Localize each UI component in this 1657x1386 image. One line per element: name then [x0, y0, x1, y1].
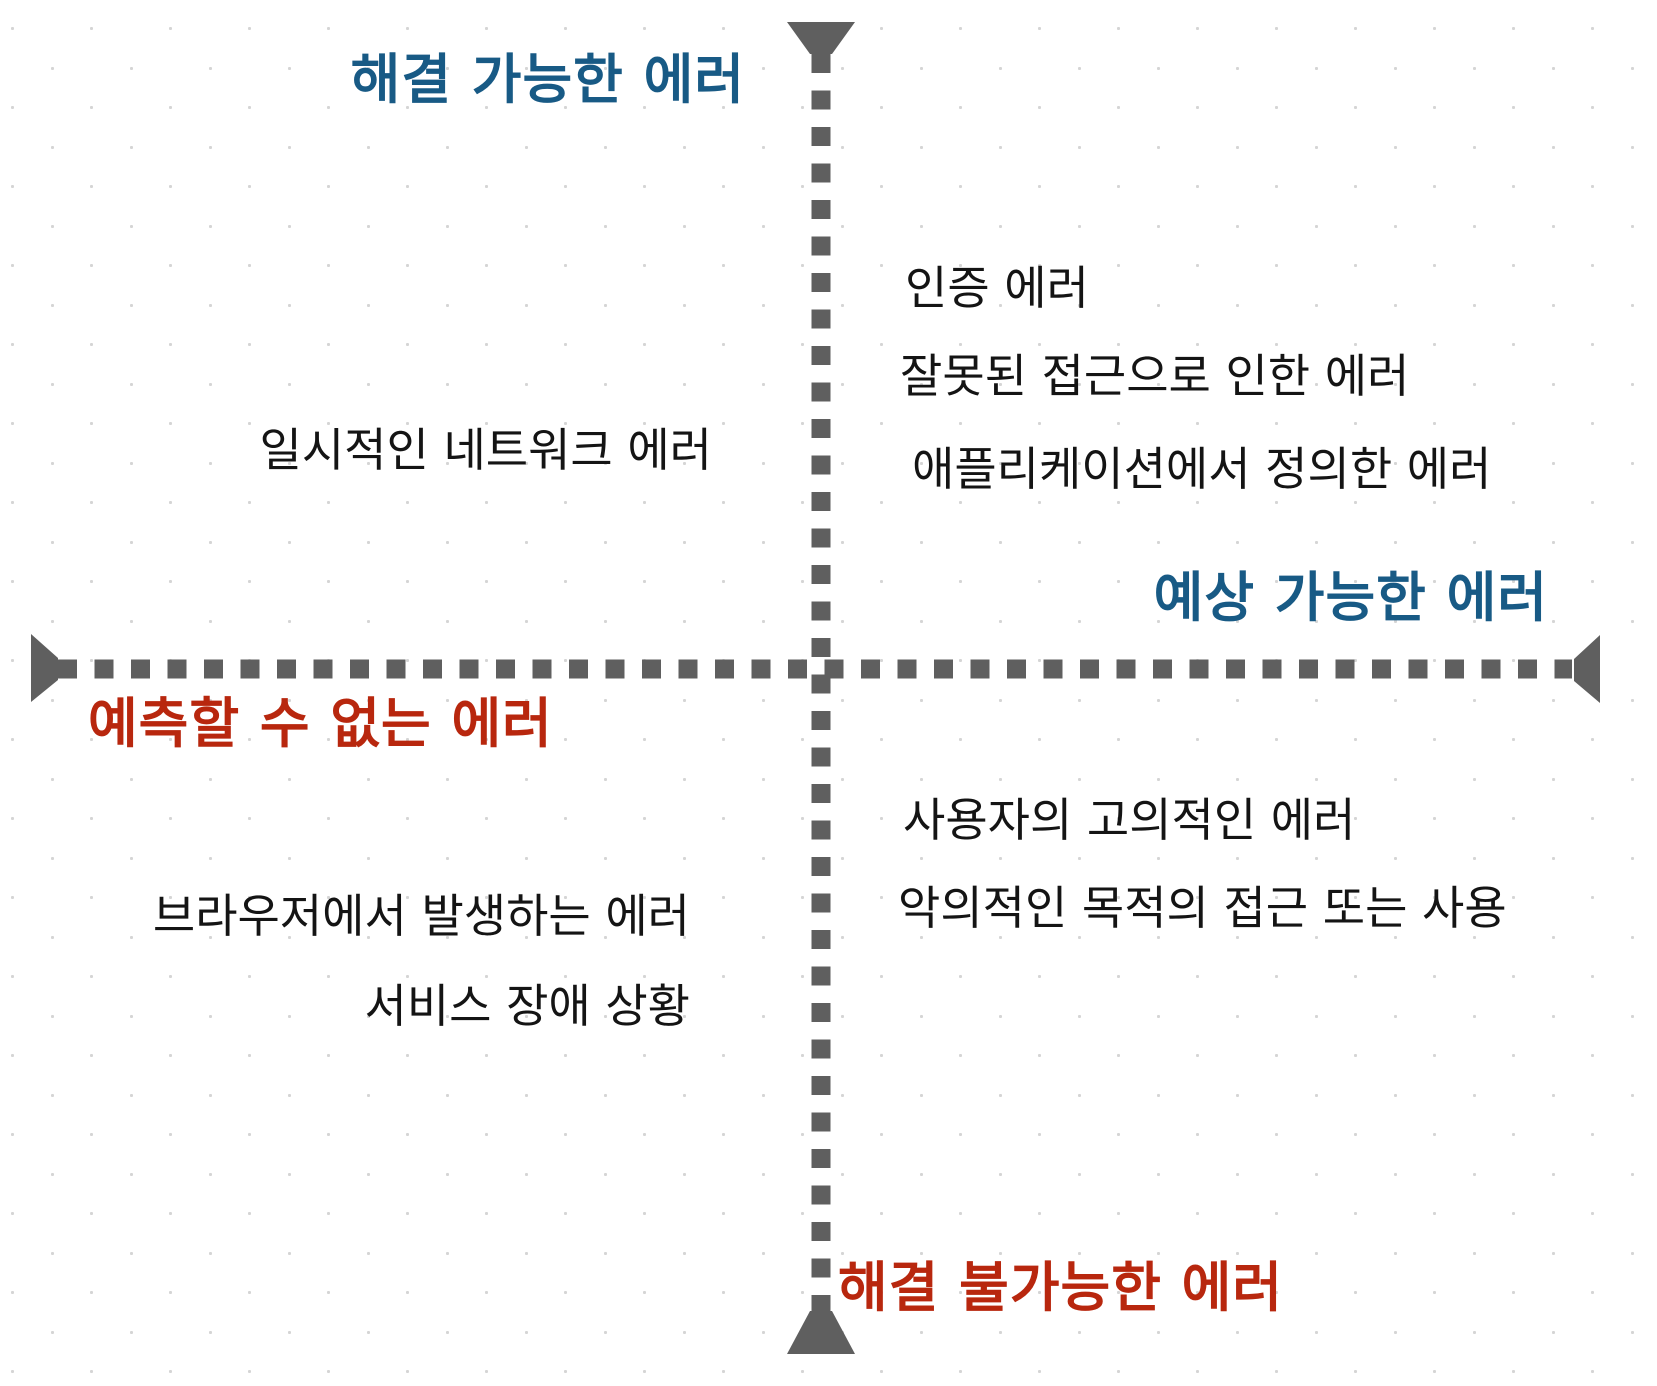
axis-arrow-right-icon	[1574, 635, 1600, 703]
item-app-defined-error: 애플리케이션에서 정의한 에러	[912, 442, 1492, 496]
axis-arrow-bottom-icon	[787, 1311, 855, 1354]
item-auth-error: 인증 에러	[905, 261, 1089, 315]
item-service-outage: 서비스 장애 상황	[364, 979, 690, 1033]
axis-label-unpredictable: 예측할 수 없는 에러	[88, 692, 553, 755]
item-user-intentional-error: 사용자의 고의적인 에러	[903, 793, 1356, 847]
axis-label-unsolvable: 해결 불가능한 에러	[838, 1256, 1284, 1319]
axis-label-predictable: 예상 가능한 에러	[1153, 566, 1548, 629]
item-malicious-access: 악의적인 목적의 접근 또는 사용	[898, 881, 1507, 935]
axis-arrow-top-icon	[787, 22, 855, 54]
axis-arrow-left-icon	[31, 634, 58, 702]
item-wrong-access-error: 잘못된 접근으로 인한 에러	[900, 349, 1410, 403]
axis-label-solvable: 해결 가능한 에러	[350, 48, 745, 111]
item-browser-error: 브라우저에서 발생하는 에러	[152, 889, 690, 943]
item-temporary-network-error: 일시적인 네트워크 에러	[259, 423, 712, 477]
